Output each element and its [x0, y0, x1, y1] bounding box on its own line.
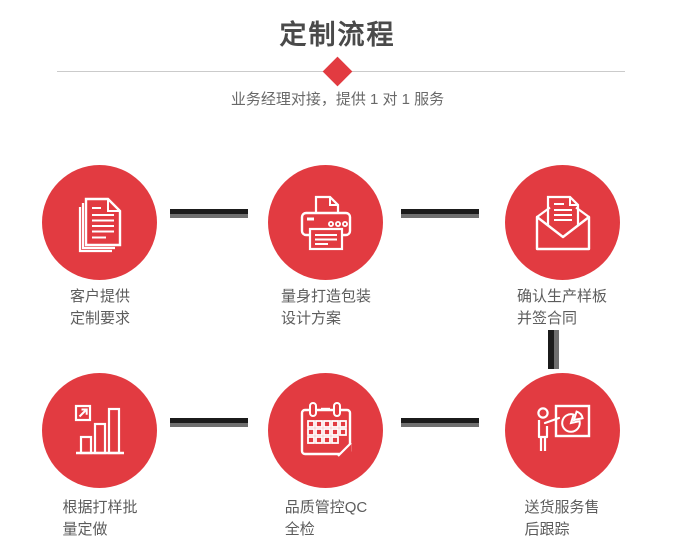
connector-step1-step2 [170, 209, 248, 218]
step-circle-6 [505, 373, 620, 488]
step-label-line: 后跟踪 [524, 521, 570, 538]
step-label-line: 客户提供 [69, 288, 130, 305]
envelope-icon [535, 195, 590, 250]
step-label-line: 送货服务售 [524, 499, 600, 516]
subtitle: 业务经理对接，提供 1 对 1 服务 [230, 91, 445, 108]
step-label-line: 并签合同 [516, 310, 577, 327]
calendar-icon [300, 401, 352, 457]
connector-step3-step6 [548, 330, 559, 369]
step-label-line: 确认生产样板 [516, 288, 607, 305]
presentation-icon [536, 404, 590, 451]
step-label-5: 品质管控QC 全检 [236, 497, 416, 541]
step-label-line: 品质管控QC [284, 499, 368, 516]
bar-chart-icon [74, 404, 124, 454]
diamond-icon [322, 56, 353, 87]
connector-step4-step5 [170, 418, 248, 427]
step-label-2: 量身打造包装 设计方案 [236, 286, 416, 330]
step-circle-1 [42, 165, 157, 280]
step-label-line: 根据打样批 [62, 499, 138, 516]
step-label-4: 根据打样批 量定做 [10, 497, 190, 541]
step-label-line: 量身打造包装 [280, 288, 371, 305]
step-label-line: 定制要求 [69, 310, 130, 327]
step-circle-2 [268, 165, 383, 280]
step-circle-4 [42, 373, 157, 488]
step-circle-3 [505, 165, 620, 280]
step-label-line: 量定做 [62, 521, 108, 538]
step-label-line: 全检 [284, 521, 315, 538]
connector-step2-step3 [401, 209, 479, 218]
step-circle-5 [268, 373, 383, 488]
connector-step5-step6 [401, 418, 479, 427]
step-label-1: 客户提供 定制要求 [10, 286, 190, 330]
step-label-line: 设计方案 [280, 310, 341, 327]
printer-icon [300, 195, 351, 250]
documents-icon [78, 197, 121, 252]
step-label-6: 送货服务售 后跟踪 [472, 497, 652, 541]
step-label-3: 确认生产样板 并签合同 [472, 286, 652, 330]
page-title: 定制流程 [279, 20, 396, 50]
